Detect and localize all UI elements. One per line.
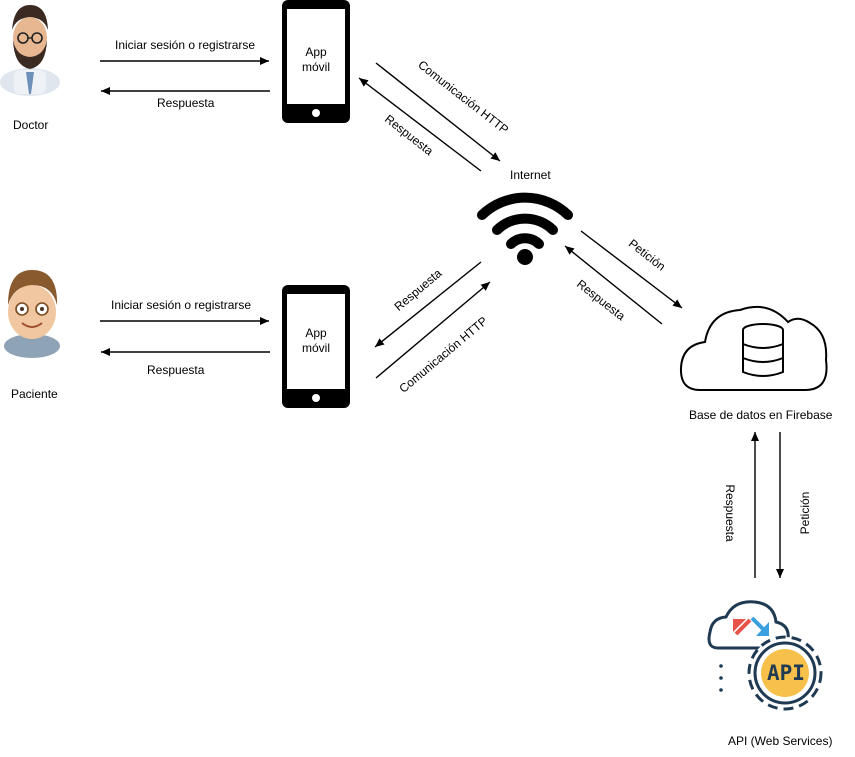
- bottom-phone-icon: [282, 285, 350, 408]
- bottom-phone-response-arrow: [374, 261, 482, 348]
- bottom-phone-label-line2: móvil: [301, 341, 330, 355]
- arrows: [100, 57, 784, 578]
- patient-label: Paciente: [11, 387, 58, 401]
- api-request-label: Petición: [798, 491, 812, 535]
- wifi-icon: [477, 192, 573, 265]
- patient-request-label: Iniciar sesión o registrarse: [111, 298, 252, 312]
- database-icon: [742, 323, 784, 377]
- api-icon: [707, 600, 823, 711]
- firebase-request-arrow: [580, 230, 683, 309]
- top-phone-label-line1: App: [305, 45, 327, 59]
- top-phone-response-arrow: [358, 77, 482, 172]
- api-badge-text: API: [767, 661, 805, 685]
- api-response-label: Respuesta: [723, 484, 737, 542]
- api-label: API (Web Services): [728, 734, 833, 748]
- bottom-phone-http-arrow: [375, 281, 491, 379]
- doctor-avatar-icon: [0, 5, 60, 96]
- gear-icon: [747, 635, 823, 711]
- top-phone-label-line2: móvil: [301, 60, 330, 74]
- internet-label: Internet: [510, 168, 551, 182]
- top-phone-icon: [282, 0, 350, 123]
- bottom-phone-label: App móvil: [287, 326, 345, 356]
- patient-response-label: Respuesta: [147, 363, 205, 377]
- bottom-phone-label-line1: App: [305, 326, 327, 340]
- firebase-label: Base de datos en Firebase: [689, 408, 833, 422]
- doctor-request-label: Iniciar sesión o registrarse: [115, 38, 256, 52]
- firebase-response-arrow: [564, 245, 663, 325]
- top-phone-http-arrow: [375, 62, 501, 162]
- firebase-cloud-icon: [679, 306, 828, 391]
- top-phone-label: App móvil: [287, 45, 345, 75]
- doctor-response-label: Respuesta: [157, 96, 215, 110]
- patient-avatar-icon: [4, 270, 60, 358]
- doctor-label: Doctor: [13, 118, 49, 132]
